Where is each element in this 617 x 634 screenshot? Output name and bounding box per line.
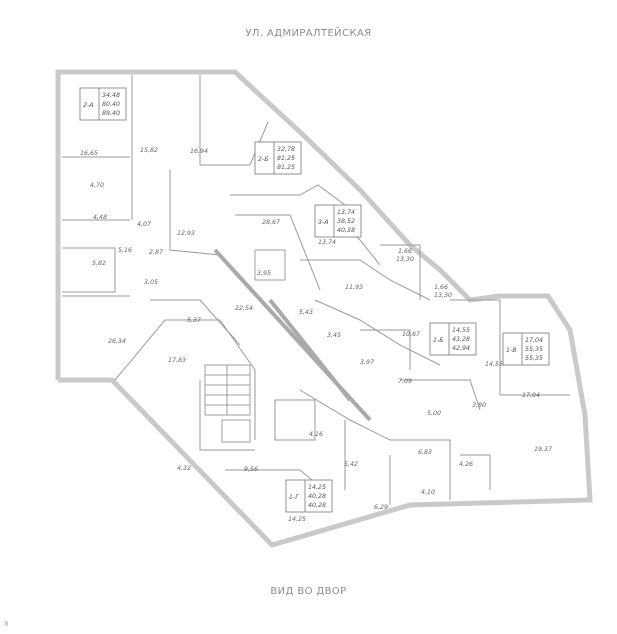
stairwell — [204, 364, 251, 416]
room-area-label: 19,37 — [534, 446, 552, 453]
apartment-id: 2-А — [83, 102, 94, 109]
room-area-label: 22,54 — [235, 305, 253, 312]
room-area-label: 16,94 — [190, 148, 208, 155]
room-area-label: 5,37 — [187, 317, 201, 324]
apartment-area-value: 40,28 — [308, 493, 326, 500]
room-area-labels: 16,65 15,82 16,94 4,70 4,48 4,07 12,93 28,67 13,… — [80, 147, 552, 523]
apartment-area-value: 32,78 — [277, 146, 295, 153]
apartment-box-1: 2-Б 32,78 81,25 81,25 — [254, 141, 302, 175]
apartment-area-value: 80,40 — [102, 101, 120, 108]
room-area-label: 14,25 — [288, 516, 306, 523]
room-area-label: 5,82 — [92, 260, 106, 267]
room-area-label: 6,29 — [374, 504, 388, 511]
apartment-id: 1-Г — [289, 494, 299, 501]
interior-walls — [62, 75, 570, 505]
corridor-walls — [213, 248, 372, 422]
room-area-label: 14,55 — [485, 361, 503, 368]
apartment-id: 1-В — [506, 347, 517, 354]
room-area-label: 13,74 — [318, 239, 336, 246]
room-area-label: 28,67 — [262, 219, 280, 226]
room-area-label: 6,83 — [418, 449, 432, 456]
room-area-label: 1,66 — [434, 284, 448, 291]
room-area-label: 10,67 — [402, 331, 420, 338]
street-label-top: УЛ. АДМИРАЛТЕЙСКАЯ — [245, 28, 372, 39]
elevator-shafts — [221, 249, 286, 443]
apartment-area-value: 81,25 — [277, 155, 295, 162]
room-area-label: 9,56 — [244, 466, 258, 473]
apartment-area-value: 55,35 — [525, 346, 543, 353]
room-area-label: 2,87 — [149, 249, 163, 256]
room-area-label: 4,70 — [90, 182, 104, 189]
room-area-label: 3,97 — [360, 359, 374, 366]
apartment-area-value: 55,35 — [525, 355, 543, 362]
room-area-label: 5,43 — [299, 309, 313, 316]
street-label-bottom: ВИД ВО ДВОР — [270, 586, 347, 597]
apartment-box-3: 1-Б 14,55 43,28 42,94 — [429, 322, 477, 356]
room-area-label: 26,34 — [108, 338, 126, 345]
apartment-area-value: 14,55 — [452, 327, 470, 334]
apartment-area-value: 14,25 — [308, 484, 326, 491]
room-area-label: 3,45 — [327, 332, 341, 339]
apartment-labels: 2-А 34,48 80,40 89,40 2-Б 32,78 81,25 81,25 3-А 1… — [79, 87, 550, 513]
apartment-id: 2-Б — [258, 156, 269, 163]
room-area-label: 15,82 — [140, 147, 158, 154]
room-area-label: 13,30 — [396, 256, 414, 263]
apartment-area-value: 89,40 — [102, 110, 120, 117]
room-area-label: 3,05 — [144, 279, 158, 286]
room-area-label: 5,00 — [427, 410, 441, 417]
apartment-id: 3-А — [318, 219, 329, 226]
apartment-area-value: 38,52 — [337, 218, 355, 225]
outer-walls — [55, 69, 593, 548]
apartment-box-4: 1-В 17,04 55,35 55,35 — [502, 332, 550, 366]
room-area-label: 4,26 — [459, 461, 473, 468]
room-area-label: 13,30 — [434, 292, 452, 299]
room-area-label: 17,04 — [522, 392, 540, 399]
room-area-label: 16,65 — [80, 150, 98, 157]
apartment-area-value: 17,04 — [525, 337, 543, 344]
room-area-label: 4,32 — [177, 465, 191, 472]
apartment-area-value: 40,38 — [337, 227, 355, 234]
apartment-box-2: 3-А 13,74 38,52 40,38 — [314, 204, 362, 238]
room-area-label: 5,42 — [344, 461, 358, 468]
room-area-label: 4,07 — [137, 221, 151, 228]
corner-mark: 8 — [4, 620, 9, 628]
apartment-area-value: 13,74 — [337, 209, 355, 216]
room-area-label: 17,83 — [168, 357, 186, 364]
room-area-label: 3,80 — [472, 402, 486, 409]
apartment-area-value: 40,28 — [308, 502, 326, 509]
room-area-label: 1,66 — [398, 248, 412, 255]
room-area-label: 5,16 — [118, 247, 132, 254]
apartment-box-5: 1-Г 14,25 40,28 40,28 — [285, 479, 333, 513]
apartment-area-value: 42,94 — [452, 345, 470, 352]
apartment-id: 1-Б — [433, 337, 444, 344]
room-area-label: 7,09 — [398, 378, 412, 385]
room-area-label: 4,48 — [93, 214, 107, 221]
room-area-label: 11,93 — [345, 284, 363, 291]
room-area-label: 12,93 — [177, 230, 195, 237]
apartment-area-value: 43,28 — [452, 336, 470, 343]
apartment-area-value: 81,25 — [277, 164, 295, 171]
room-area-label: 4,10 — [421, 489, 435, 496]
apartment-area-value: 34,48 — [102, 92, 120, 99]
room-area-label: 4,16 — [309, 431, 323, 438]
room-area-label: 3,95 — [257, 270, 271, 277]
apartment-box-0: 2-А 34,48 80,40 89,40 — [79, 87, 127, 121]
